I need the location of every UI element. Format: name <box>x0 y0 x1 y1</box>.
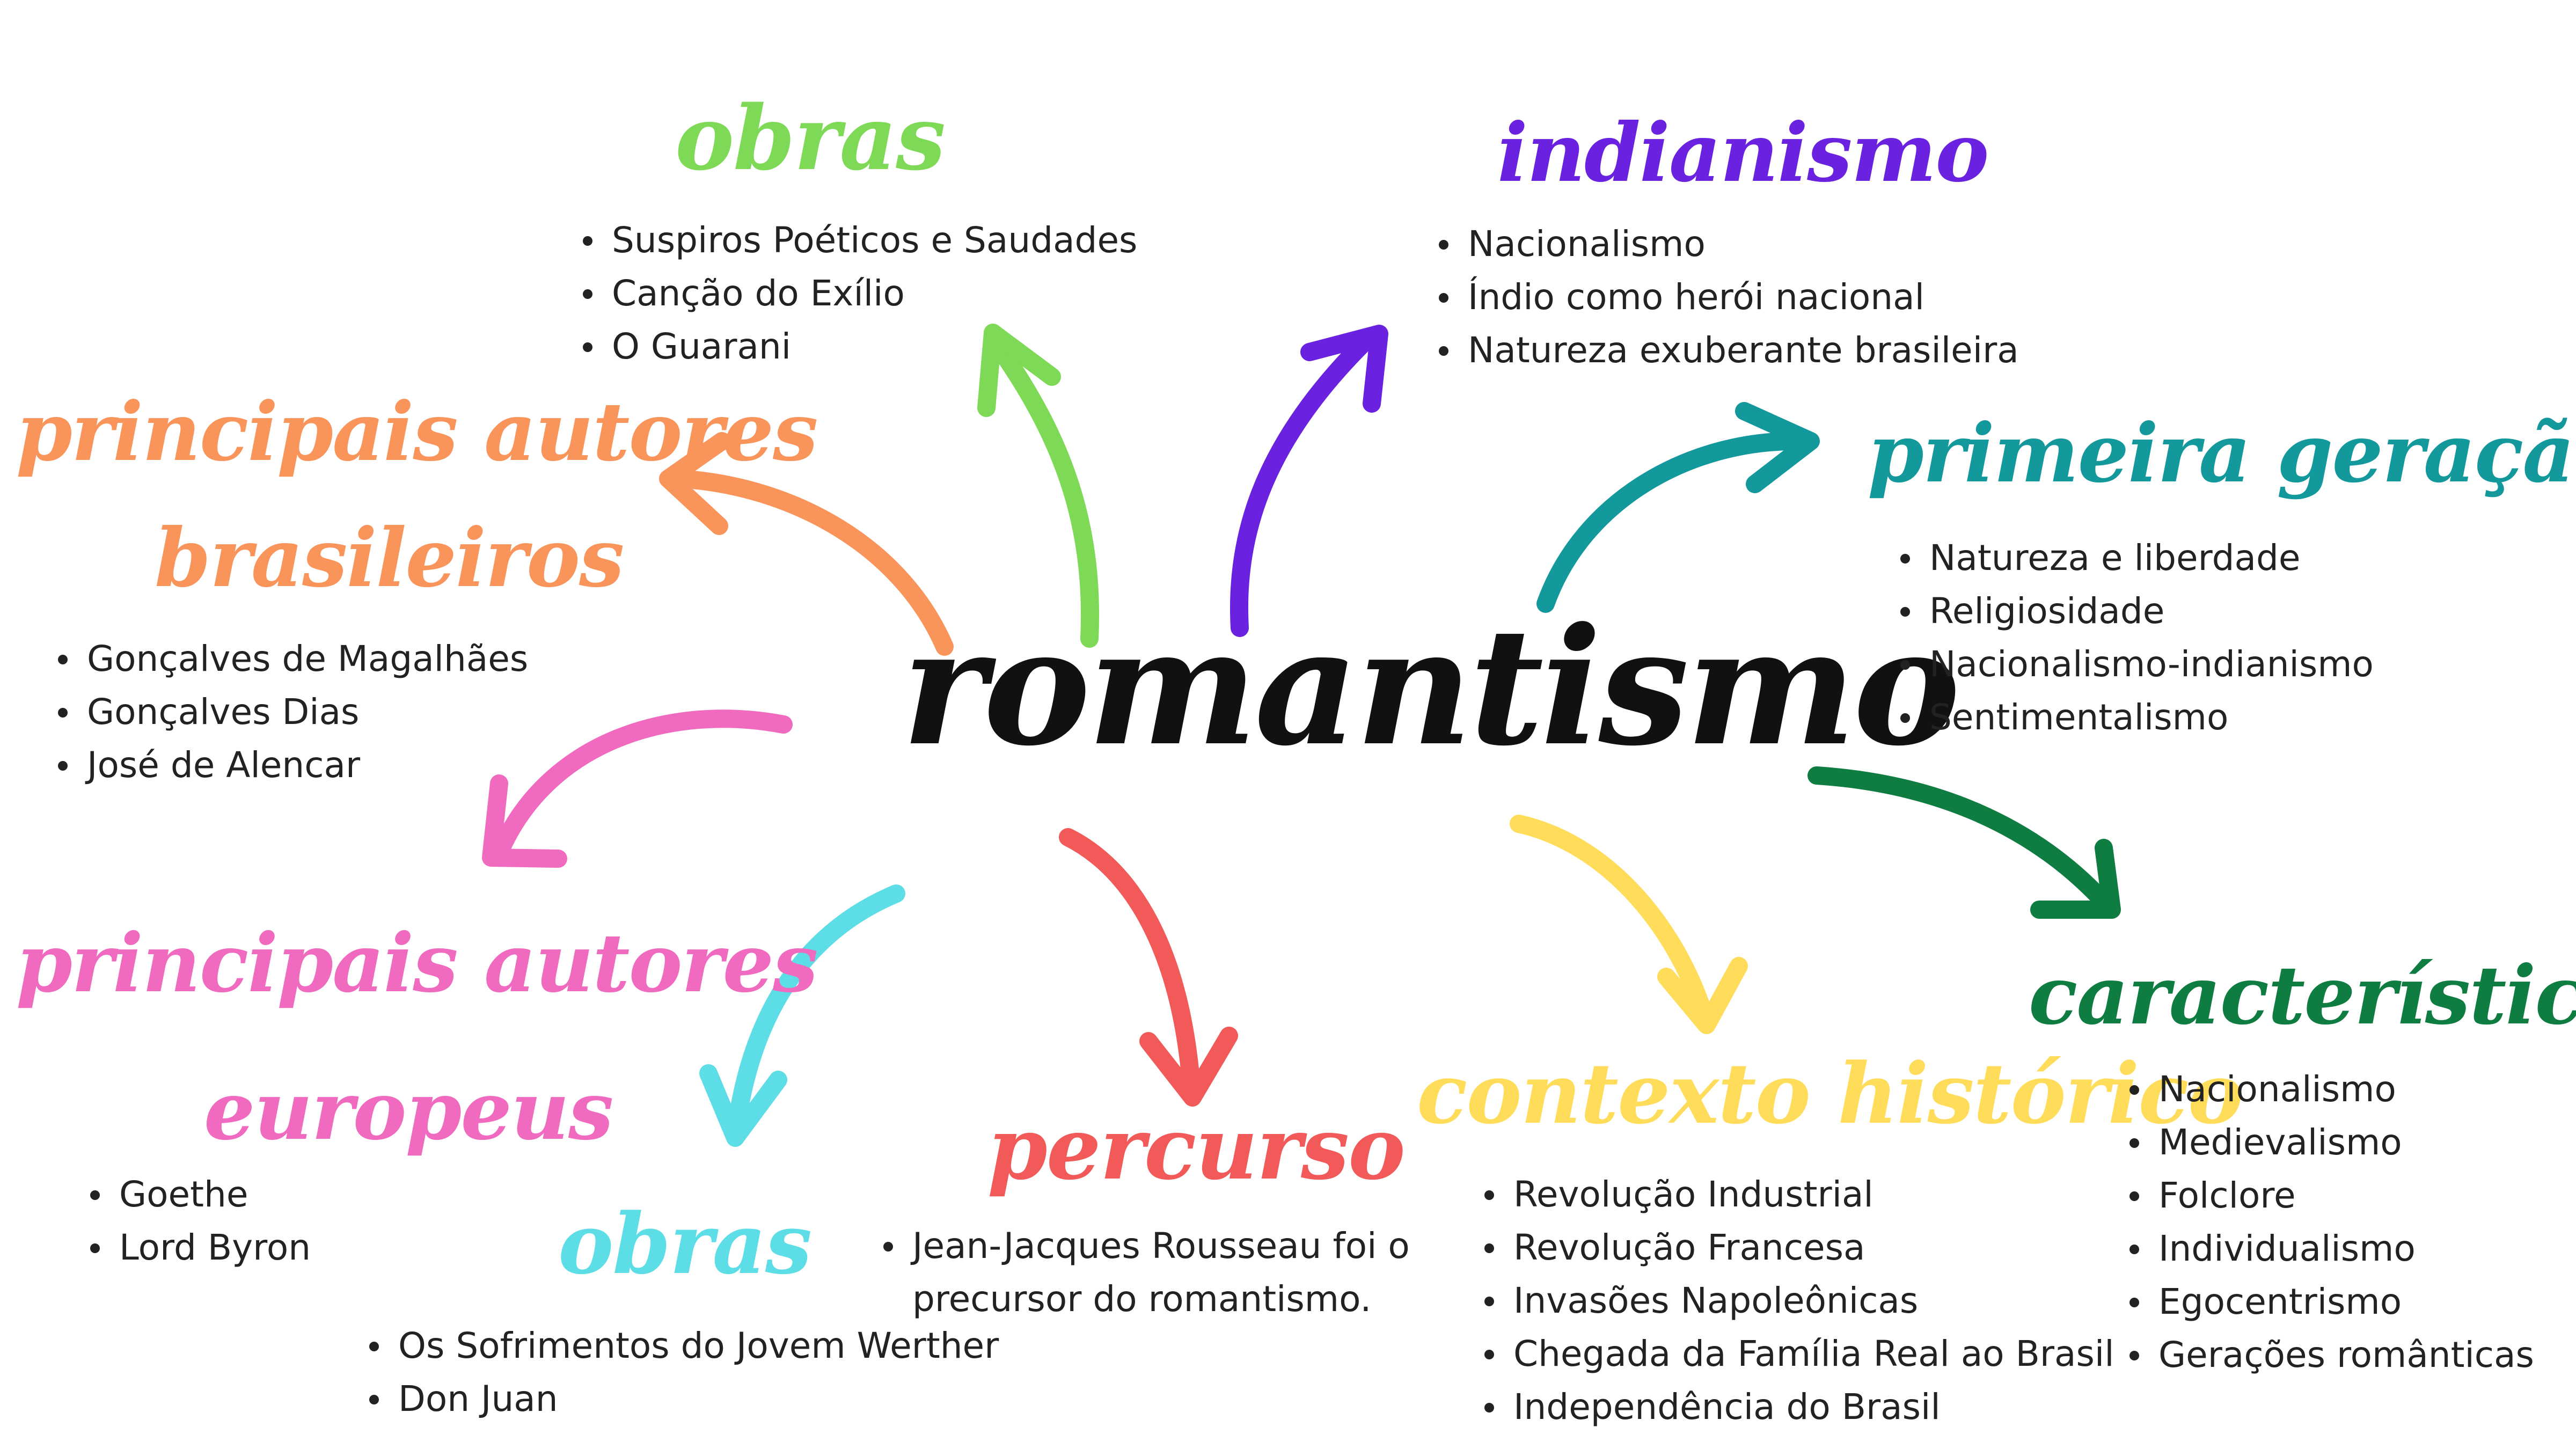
list-autores-brasileiros: Gonçalves de Magalhães Gonçalves Dias Jo… <box>54 632 528 792</box>
list-item: Nacionalismo-indianismo <box>1896 638 2374 691</box>
list-item: Folclore <box>2125 1169 2534 1222</box>
list-item: Suspiros Poéticos e Saudades <box>579 214 1137 267</box>
list-item: Gerações românticas <box>2125 1328 2534 1381</box>
list-item: Gonçalves Dias <box>54 685 528 738</box>
heading-autores-brasileiros-line2: brasileiros <box>155 511 624 605</box>
arrow-to-indianismo <box>1230 325 1388 637</box>
arrow-to-obras-bottom <box>699 884 905 1147</box>
list-percurso: Jean-Jacques Rousseau foi o precursor do… <box>879 1219 1416 1326</box>
arrow-to-autores-brasileiros <box>659 432 954 656</box>
list-item: Religiosidade <box>1896 584 2374 638</box>
list-item: Independência do Brasil <box>1480 1380 2114 1433</box>
arrow-to-caracteristicas <box>1807 766 2121 919</box>
list-item: José de Alencar <box>54 738 528 792</box>
list-item: Natureza exuberante brasileira <box>1435 324 2019 377</box>
list-obras-top: Suspiros Poéticos e Saudades Canção do E… <box>579 214 1137 373</box>
list-item: Nacionalismo <box>1435 217 2019 270</box>
list-item: Individualismo <box>2125 1222 2534 1275</box>
list-item: Índio como herói nacional <box>1435 270 2019 324</box>
list-item: Sentimentalismo <box>1896 691 2374 744</box>
list-item: Lord Byron <box>86 1221 311 1274</box>
heading-indianismo: indianismo <box>1497 106 1989 200</box>
list-item: Chegada da Família Real ao Brasil <box>1480 1327 2114 1380</box>
heading-caracteristicas: características <box>2029 948 2576 1043</box>
list-indianismo: Nacionalismo Índio como herói nacional N… <box>1435 217 2019 377</box>
list-item: Revolução Francesa <box>1480 1221 2114 1274</box>
arrow-to-percurso <box>1059 828 1238 1107</box>
arrow-to-obras-top <box>977 324 1100 648</box>
arrow-to-contexto-historico <box>1510 815 1748 1034</box>
list-primeira-geracao: Natureza e liberdade Religiosidade Nacio… <box>1896 531 2374 744</box>
list-item: Invasões Napoleônicas <box>1480 1274 2114 1327</box>
list-item: Jean-Jacques Rousseau foi o precursor do… <box>879 1219 1416 1326</box>
list-obras-bottom: Os Sofrimentos do Jovem Werther Don Juan <box>365 1319 999 1425</box>
heading-primeira-geracao: primeira geração <box>1868 406 2576 501</box>
heading-autores-brasileiros-line1: principais autores <box>16 385 818 479</box>
heading-obras-top: obras <box>675 86 946 190</box>
list-item: Canção do Exílio <box>579 267 1137 320</box>
list-item: O Guarani <box>579 320 1137 373</box>
list-contexto-historico: Revolução Industrial Revolução Francesa … <box>1480 1168 2114 1433</box>
list-autores-europeus: Goethe Lord Byron <box>86 1168 311 1274</box>
list-item: Nacionalismo <box>2125 1063 2534 1116</box>
arrow-to-autores-europeus <box>482 709 793 868</box>
list-item: Natureza e liberdade <box>1896 531 2374 584</box>
heading-autores-europeus-line1: principais autores <box>16 916 818 1011</box>
central-title: romantismo <box>902 592 1960 781</box>
list-item: Revolução Industrial <box>1480 1168 2114 1221</box>
heading-autores-europeus-line2: europeus <box>204 1064 613 1158</box>
list-caracteristicas: Nacionalismo Medievalismo Folclore Indiv… <box>2125 1063 2534 1381</box>
heading-contexto-historico: contexto histórico <box>1417 1044 2243 1143</box>
list-item: Don Juan <box>365 1372 999 1425</box>
list-item: Goethe <box>86 1168 311 1221</box>
list-item: Gonçalves de Magalhães <box>54 632 528 685</box>
arrow-to-primeira-geracao <box>1536 402 1820 613</box>
heading-obras-bottom: obras <box>558 1195 812 1293</box>
heading-percurso: percurso <box>987 1098 1406 1199</box>
list-item: Egocentrismo <box>2125 1275 2534 1328</box>
list-item: Os Sofrimentos do Jovem Werther <box>365 1319 999 1372</box>
list-item: Medievalismo <box>2125 1116 2534 1169</box>
